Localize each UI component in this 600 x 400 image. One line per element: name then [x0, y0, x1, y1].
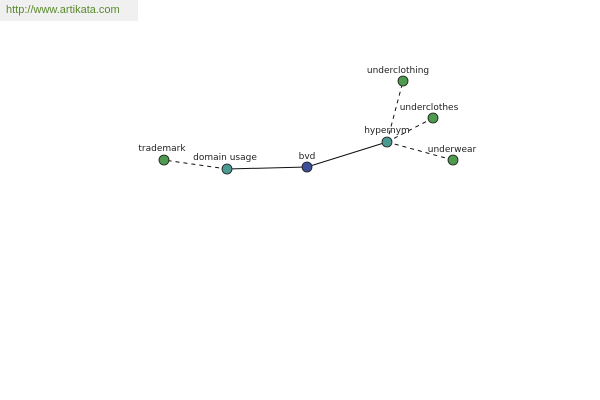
node-bvd[interactable] — [301, 161, 313, 173]
edge-domain-usage-trademark — [163, 159, 228, 170]
site-banner: http://www.artikata.com — [0, 0, 138, 21]
edge-bvd-hypernym — [306, 141, 388, 168]
edge-hypernym-underclothing — [386, 80, 404, 143]
node-hypernym[interactable] — [381, 136, 393, 148]
node-label-bvd[interactable]: bvd — [299, 152, 316, 162]
node-label-underclothes[interactable]: underclothes — [400, 103, 459, 113]
node-label-underwear[interactable]: underwear — [428, 145, 477, 155]
edge-hypernym-underclothes — [386, 117, 434, 143]
edge-hypernym-underwear — [386, 141, 454, 161]
nodes-layer — [158, 75, 459, 175]
node-label-domain-usage[interactable]: domain usage — [193, 153, 257, 163]
edges-layer — [163, 80, 454, 170]
node-underclothing[interactable] — [397, 75, 409, 87]
node-underwear[interactable] — [447, 154, 459, 166]
node-label-hypernym[interactable]: hypernym — [364, 126, 410, 136]
node-domain-usage[interactable] — [221, 163, 233, 175]
edge-bvd-domain-usage — [226, 166, 308, 170]
node-label-underclothing[interactable]: underclothing — [367, 66, 429, 76]
node-trademark[interactable] — [158, 154, 170, 166]
node-underclothes[interactable] — [427, 112, 439, 124]
node-label-trademark[interactable]: trademark — [138, 144, 186, 154]
labels-layer: bvd domain usage trademark hypernym underclo… — [138, 66, 476, 163]
site-url-link[interactable]: http://www.artikata.com — [6, 4, 120, 16]
